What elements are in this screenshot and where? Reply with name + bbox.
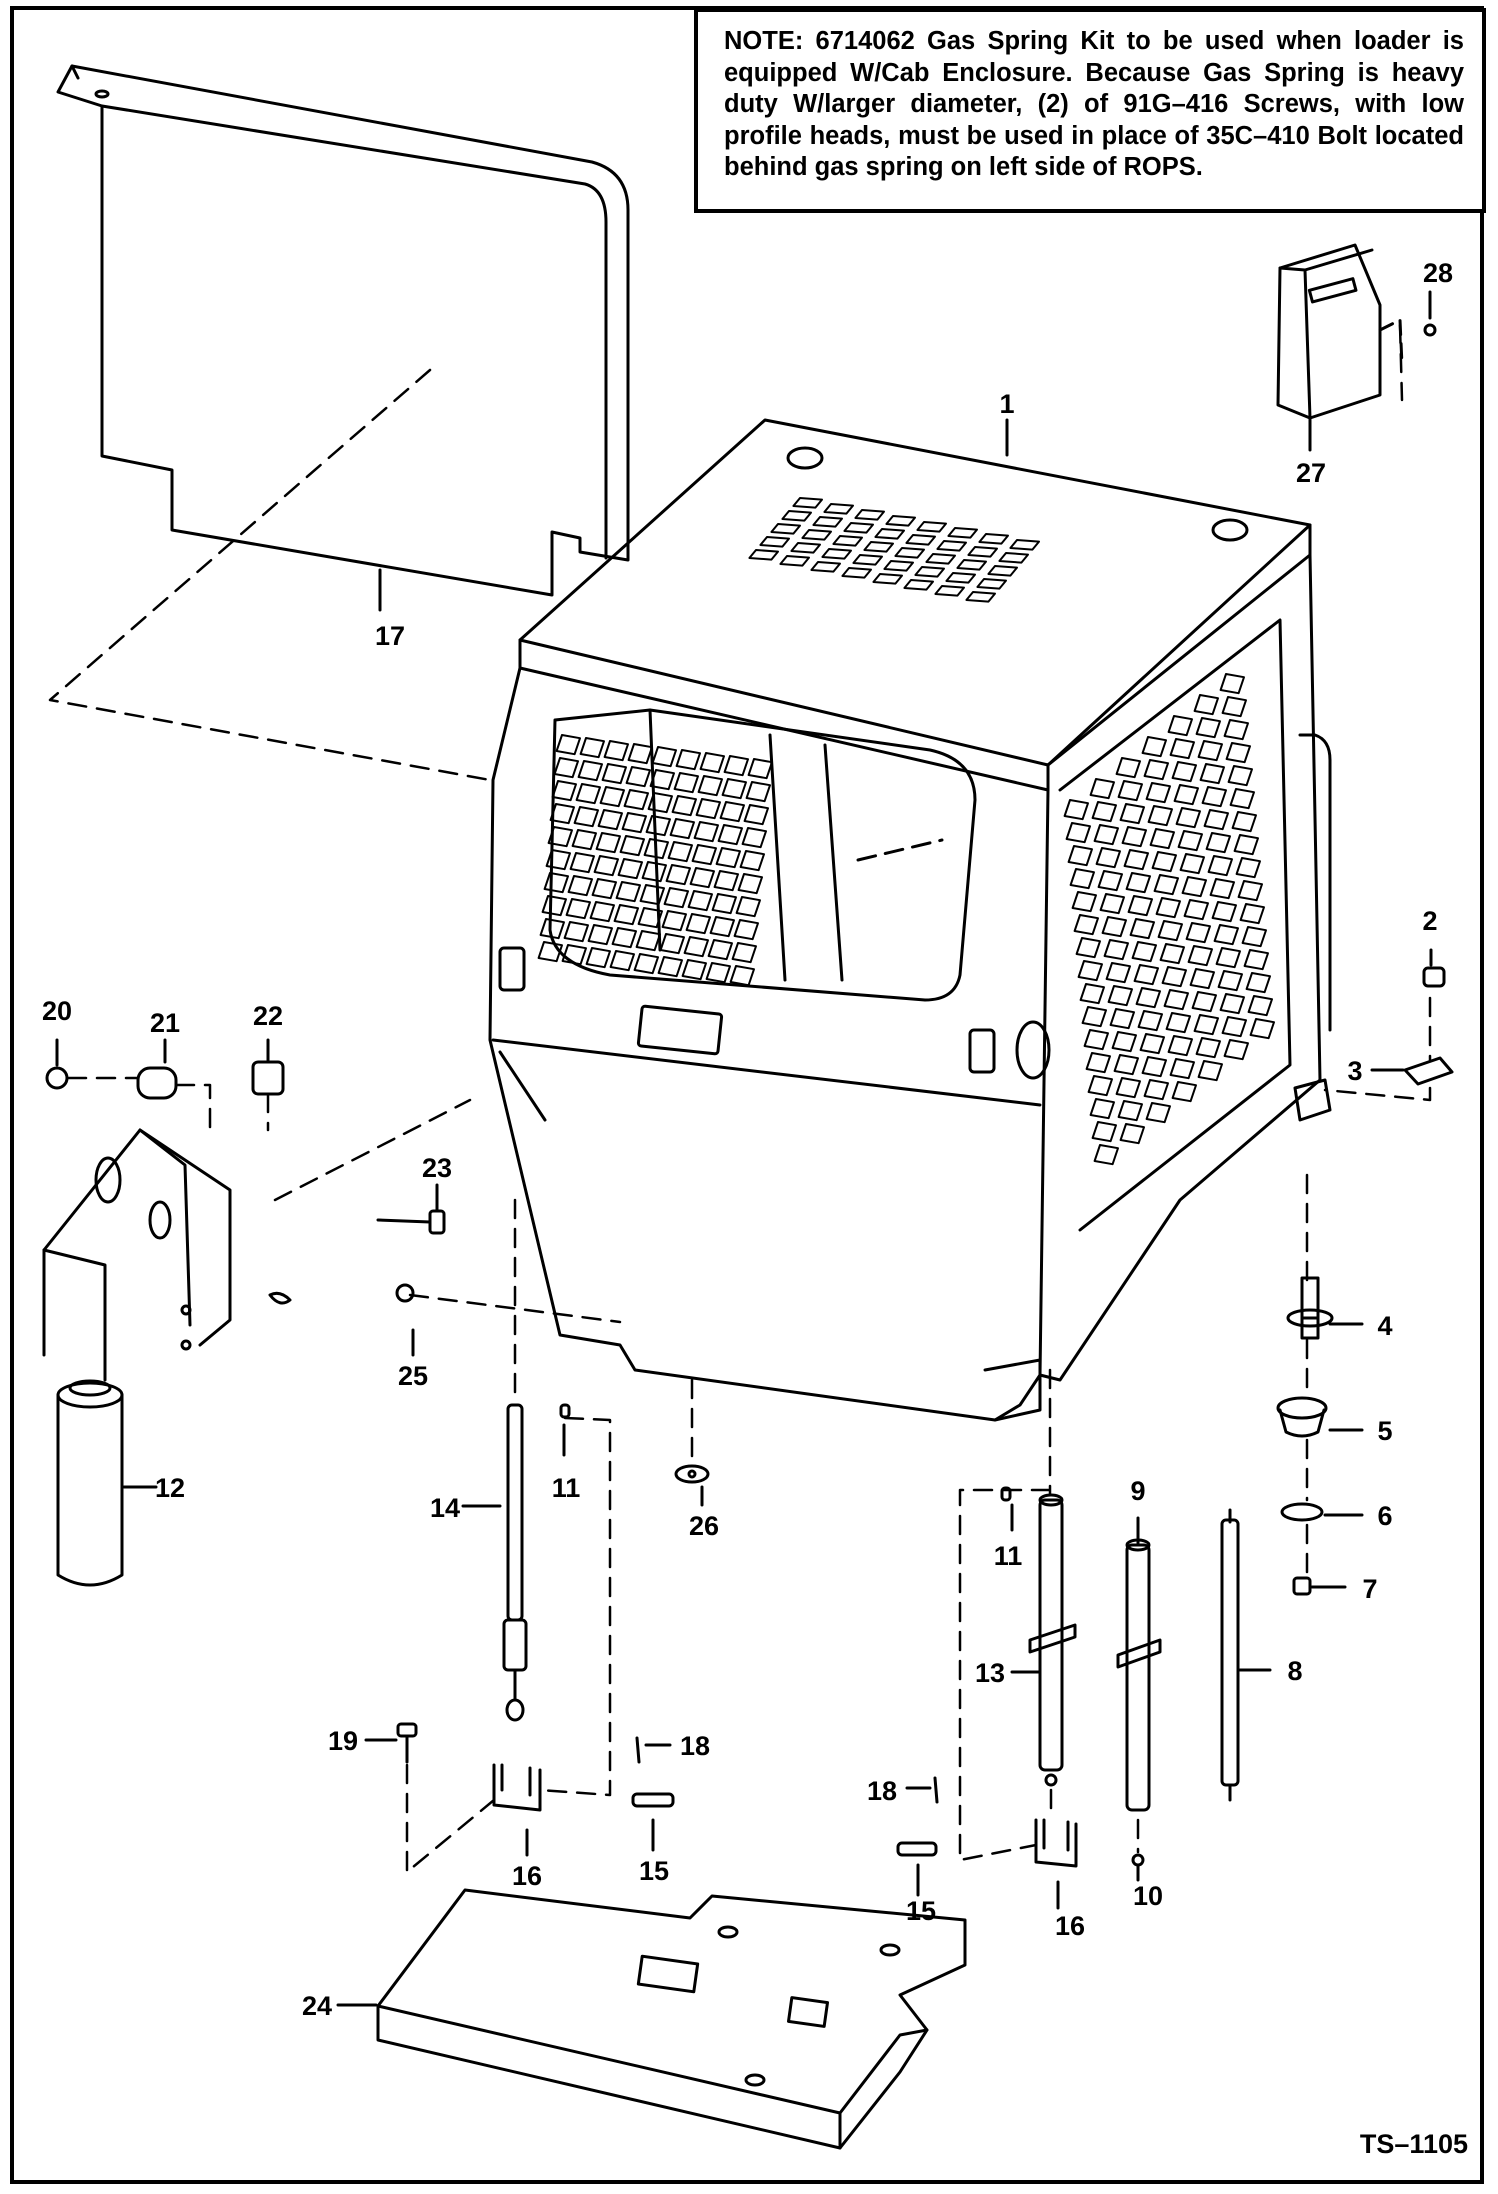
callout-27: 27 bbox=[1296, 458, 1326, 488]
roof-vent-grid bbox=[748, 497, 1040, 603]
callout-25: 25 bbox=[398, 1361, 428, 1391]
callout-3: 3 bbox=[1347, 1056, 1362, 1086]
callout-2: 2 bbox=[1422, 906, 1437, 936]
part-4-mount bbox=[1286, 1276, 1334, 1340]
part-24-floor-plate bbox=[376, 1888, 967, 2150]
part-7-nut bbox=[1292, 1576, 1312, 1596]
note-label: NOTE: bbox=[724, 27, 804, 55]
callout-13: 13 bbox=[975, 1658, 1005, 1688]
callout-14: 14 bbox=[430, 1493, 460, 1523]
part-27-storage-box bbox=[1276, 243, 1404, 420]
callout-19: 19 bbox=[328, 1726, 358, 1756]
callout-12: 12 bbox=[155, 1473, 185, 1503]
part-18-pin-b bbox=[933, 1776, 939, 1804]
callout-6: 6 bbox=[1377, 1501, 1392, 1531]
part-17-rear-panel bbox=[56, 64, 630, 612]
part-23-bolt bbox=[376, 1209, 446, 1235]
part-21-bushing bbox=[136, 1066, 178, 1100]
part-22-spacer bbox=[251, 1060, 285, 1096]
front-window-grid bbox=[537, 734, 773, 987]
part-18-pin-a bbox=[635, 1736, 641, 1764]
part-15-pin-b bbox=[896, 1841, 938, 1857]
callout-11: 11 bbox=[552, 1473, 581, 1503]
callout-26: 26 bbox=[689, 1511, 719, 1541]
drawing-id: TS–1105 bbox=[1359, 2129, 1468, 2159]
part-14-gas-spring bbox=[502, 1403, 528, 1722]
leader-lines bbox=[55, 290, 1433, 2007]
callout-10: 10 bbox=[1133, 1881, 1163, 1911]
callout-21: 21 bbox=[150, 1008, 180, 1038]
part-19-bolt bbox=[396, 1722, 418, 1764]
part-20-nut bbox=[45, 1066, 69, 1090]
part-15-pin-a bbox=[631, 1792, 675, 1808]
callout-16: 16 bbox=[512, 1861, 542, 1891]
part-11-fastener-b bbox=[1000, 1486, 1012, 1502]
callout-18: 18 bbox=[867, 1776, 897, 1806]
callout-9: 9 bbox=[1130, 1476, 1145, 1506]
callout-15: 15 bbox=[639, 1856, 669, 1886]
part-16-clevis-b bbox=[1034, 1818, 1078, 1868]
callout-8: 8 bbox=[1287, 1656, 1302, 1686]
callout-1: 1 bbox=[999, 389, 1014, 419]
note-box: NOTE: 6714062 Gas Spring Kit to be used … bbox=[694, 8, 1486, 213]
callout-28: 28 bbox=[1423, 258, 1453, 288]
part-26-washer bbox=[674, 1464, 710, 1484]
callout-5: 5 bbox=[1377, 1416, 1392, 1446]
callout-7: 7 bbox=[1362, 1574, 1377, 1604]
note-text: 6714062 Gas Spring Kit to be used when l… bbox=[724, 27, 1464, 182]
callout-22: 22 bbox=[253, 1001, 283, 1031]
callout-23: 23 bbox=[422, 1153, 452, 1183]
part-25-washer bbox=[395, 1283, 415, 1303]
callout-20: 20 bbox=[42, 996, 72, 1026]
part-16-clevis-a bbox=[492, 1763, 542, 1812]
part-28-screw bbox=[1423, 323, 1437, 337]
callout-4: 4 bbox=[1377, 1311, 1392, 1341]
part-2-nut bbox=[1422, 966, 1446, 988]
callout-24: 24 bbox=[302, 1991, 332, 2021]
callout-17: 17 bbox=[375, 621, 405, 651]
callout-15: 15 bbox=[906, 1896, 936, 1926]
mount-bracket bbox=[42, 1128, 292, 1382]
part-8-post bbox=[1220, 1508, 1240, 1802]
part-11-fastener-a bbox=[559, 1403, 571, 1419]
side-window-grid bbox=[1063, 673, 1275, 1166]
part-9-post bbox=[1116, 1538, 1162, 1867]
assembly-lines bbox=[48, 323, 1432, 1874]
callout-16: 16 bbox=[1055, 1911, 1085, 1941]
callout-18: 18 bbox=[680, 1731, 710, 1761]
part-3-plate bbox=[1403, 1056, 1454, 1086]
part-6-washer bbox=[1280, 1502, 1324, 1522]
part-12-canister bbox=[56, 1379, 124, 1587]
part-1-cab-rops bbox=[488, 418, 1332, 1422]
callout-11: 11 bbox=[994, 1541, 1023, 1571]
part-5-isolator bbox=[1276, 1396, 1328, 1438]
part-13-post bbox=[1028, 1493, 1077, 1787]
